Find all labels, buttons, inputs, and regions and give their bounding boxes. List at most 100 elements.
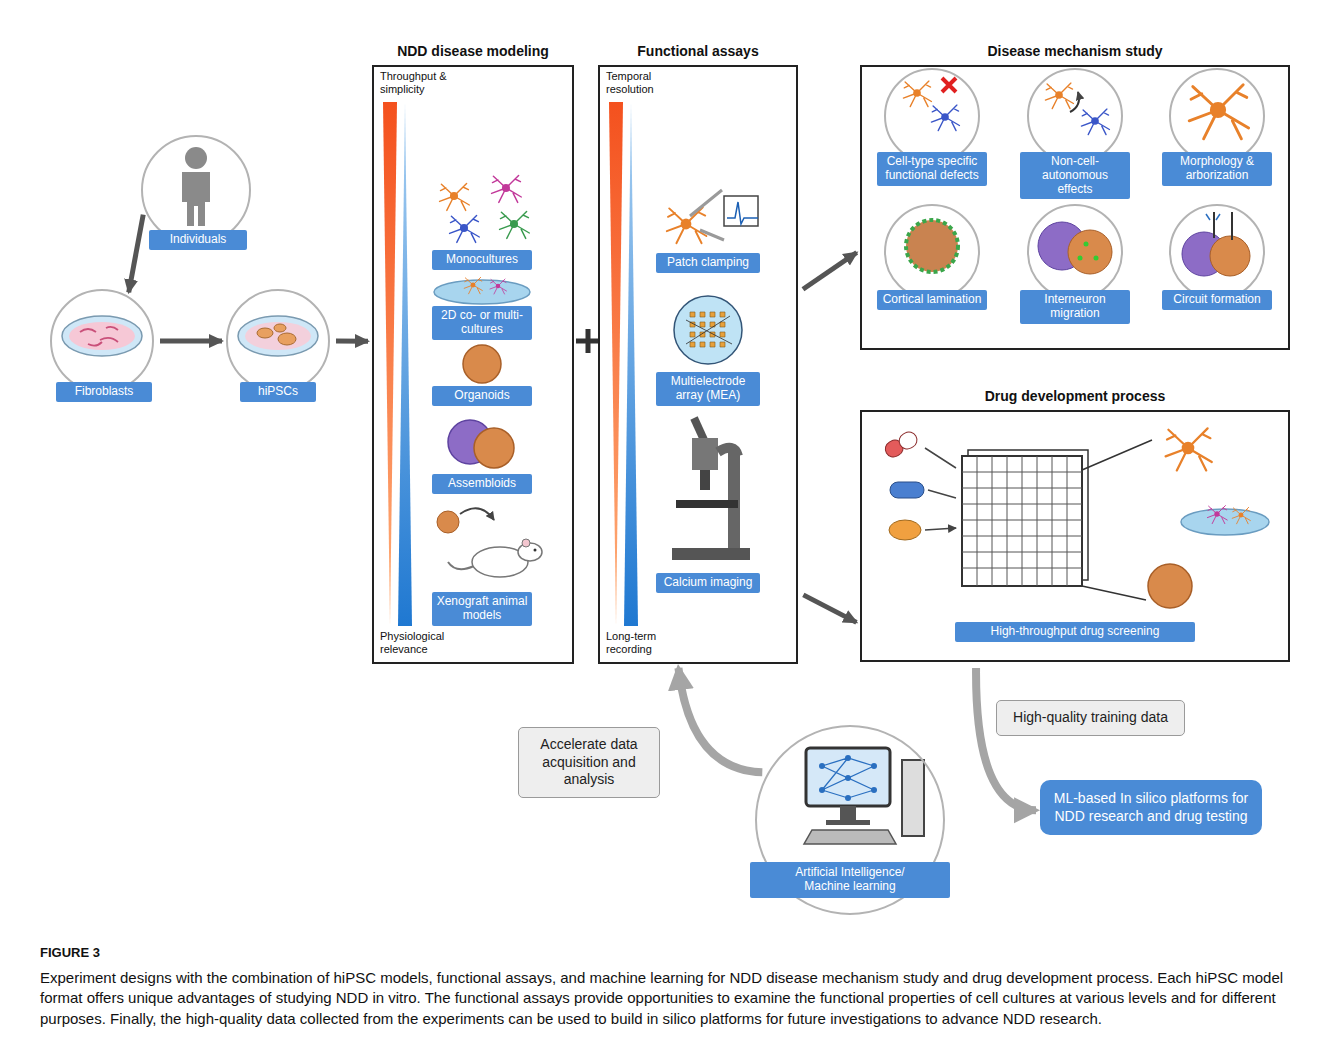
label-text: High-throughput drug screening — [991, 624, 1160, 638]
label-box: Assembloids — [432, 474, 532, 494]
figure-caption: Experiment designs with the combination … — [40, 968, 1290, 1029]
panel-box: NDD disease modelingMonocultures2D co- o… — [372, 65, 574, 664]
organoid — [463, 345, 501, 383]
label-text: Monocultures — [446, 252, 518, 266]
circle-node: Morphology & arborization — [1169, 68, 1265, 164]
label-box: Fibroblasts — [56, 382, 152, 402]
label-text: hiPSCs — [258, 384, 298, 398]
label-box: 2D co- or multi-cultures — [432, 306, 532, 340]
label-text: Temporal resolution — [606, 70, 654, 95]
label-text: Assembloids — [448, 476, 516, 490]
label-text: Physiological relevance — [380, 630, 444, 655]
circle-node: Fibroblasts — [50, 289, 154, 393]
annotation-label: Temporal resolution — [606, 70, 698, 95]
panel-title: Disease mechanism study — [832, 43, 1318, 59]
label-box: Xenograft animal models — [432, 592, 532, 626]
panel-box: Drug development processHigh-throughput … — [860, 410, 1290, 662]
label-text: Non-cell-autonomous effects — [1042, 154, 1108, 196]
patch-clamp-icon — [667, 190, 758, 243]
label-text: Patch clamping — [667, 255, 749, 269]
label-text: FIGURE 3 — [40, 945, 100, 960]
annotation-label: FIGURE 3 — [40, 946, 240, 961]
label-text: Individuals — [170, 232, 227, 246]
label-box: Patch clamping — [656, 253, 760, 273]
drug-screening-icons — [882, 428, 1269, 608]
label-box: High-throughput drug screening — [955, 622, 1195, 642]
circle-node: Interneuron migration — [1027, 204, 1123, 300]
connector-arrow — [129, 215, 143, 293]
label-box: Morphology & arborization — [1162, 152, 1272, 186]
note-box: Accelerate data acquisition and analysis — [518, 727, 660, 798]
label-text: 2D co- or multi-cultures — [441, 308, 523, 336]
xenograft-mouse — [437, 508, 542, 577]
label-text: NDD disease modeling — [397, 43, 549, 59]
circle-node: Individuals — [141, 135, 251, 245]
label-box: Cortical lamination — [877, 290, 987, 310]
label-text: Xenograft animal models — [437, 594, 528, 622]
panel-box: Functional assaysPatch clampingMultielec… — [598, 65, 798, 664]
label-text: Functional assays — [637, 43, 758, 59]
panel-box: Disease mechanism studyCell-type specifi… — [860, 65, 1290, 350]
panel-title: NDD disease modeling — [344, 43, 602, 59]
label-text: Disease mechanism study — [987, 43, 1162, 59]
connector-arrow — [336, 339, 368, 344]
label-text: Interneuron migration — [1044, 292, 1105, 320]
label-box: Multielectrode array (MEA) — [656, 372, 760, 406]
label-box: Organoids — [432, 386, 532, 406]
circle-node: Artificial Intelligence/ Machine learnin… — [755, 725, 945, 915]
label-box: Cell-type specific functional defects — [877, 152, 987, 186]
circle-node: Cell-type specific functional defects — [884, 68, 980, 164]
computer-icon — [804, 748, 924, 844]
label-text: Artificial Intelligence/ Machine learnin… — [795, 865, 904, 893]
culture-dish — [434, 277, 530, 304]
connector-arrow — [976, 668, 1036, 810]
note-box: High-quality training data — [996, 700, 1185, 736]
connector-arrow — [678, 668, 762, 772]
label-box: Artificial Intelligence/ Machine learnin… — [750, 862, 950, 898]
label-box: Interneuron migration — [1020, 290, 1130, 324]
plus-sign — [576, 329, 600, 353]
neuron-icons — [440, 175, 530, 242]
circle-node: Non-cell-autonomous effects — [1027, 68, 1123, 164]
label-text: Organoids — [454, 388, 509, 402]
person-icon — [182, 147, 210, 226]
connector-arrow — [803, 595, 856, 622]
annotation-label: Throughput & simplicity — [380, 70, 472, 95]
connector-arrow — [803, 253, 857, 290]
label-box: Calcium imaging — [656, 573, 760, 593]
connector-arrow — [160, 339, 222, 344]
label-box: Individuals — [149, 230, 247, 250]
mea-icon — [674, 296, 742, 364]
label-text: Fibroblasts — [75, 384, 134, 398]
label-text: Morphology & arborization — [1180, 154, 1254, 182]
label-text: Drug development process — [985, 388, 1166, 404]
panel-title: Functional assays — [570, 43, 826, 59]
label-text: Cell-type specific functional defects — [885, 154, 978, 182]
circle-node: Circuit formation — [1169, 204, 1265, 300]
label-text: Long-term recording — [606, 630, 656, 655]
panel-title: Drug development process — [832, 388, 1318, 404]
ipsc-dish — [238, 316, 318, 356]
label-box: Circuit formation — [1162, 290, 1272, 310]
label-text: Experiment designs with the combination … — [40, 969, 1283, 1027]
label-text: High-quality training data — [1013, 709, 1168, 725]
label-box: Monocultures — [432, 250, 532, 270]
assembloid — [448, 420, 514, 468]
label-text: Throughput & simplicity — [380, 70, 447, 95]
annotation-label: Physiological relevance — [380, 630, 472, 655]
microscope-icon — [672, 418, 750, 560]
circle-node: Cortical lamination — [884, 204, 980, 300]
label-text: Circuit formation — [1173, 292, 1260, 306]
annotation-label: Long-term recording — [606, 630, 698, 655]
circle-node: hiPSCs — [226, 289, 330, 393]
label-box: hiPSCs — [240, 382, 316, 402]
output-box: ML-based In silico platforms for NDD res… — [1040, 780, 1262, 835]
fibroblast-dish — [62, 316, 142, 356]
label-text: Accelerate data acquisition and analysis — [540, 736, 637, 787]
label-text: Multielectrode array (MEA) — [671, 374, 746, 402]
label-text: Calcium imaging — [664, 575, 753, 589]
label-text: Cortical lamination — [883, 292, 982, 306]
label-text: ML-based In silico platforms for NDD res… — [1054, 790, 1249, 824]
label-box: Non-cell-autonomous effects — [1020, 152, 1130, 199]
